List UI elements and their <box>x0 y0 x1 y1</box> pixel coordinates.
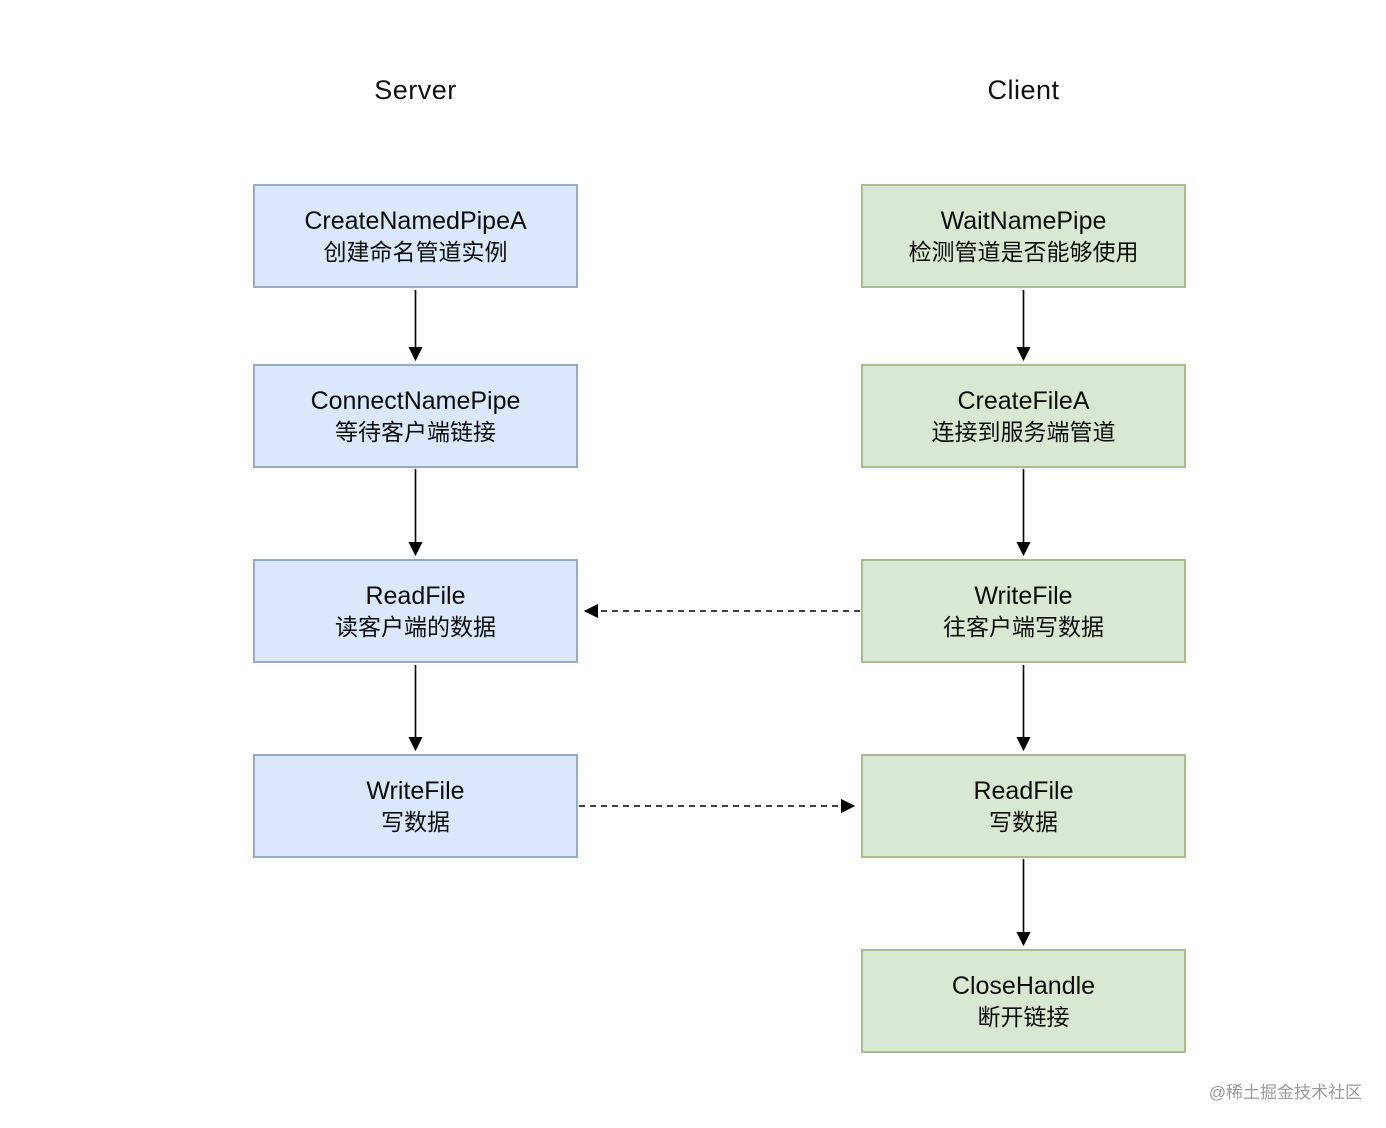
node-subtitle: 连接到服务端管道 <box>931 418 1116 445</box>
node-client-writefile: WriteFile 往客户端写数据 <box>861 559 1186 663</box>
node-title: ConnectNamePipe <box>310 386 521 415</box>
node-title: ReadFile <box>365 581 466 610</box>
node-title: CloseHandle <box>951 971 1096 1000</box>
node-title: CreateNamedPipeA <box>304 206 527 235</box>
node-subtitle: 写数据 <box>381 808 450 835</box>
node-subtitle: 检测管道是否能够使用 <box>908 238 1139 265</box>
node-title: WriteFile <box>974 581 1073 610</box>
node-subtitle: 写数据 <box>989 808 1058 835</box>
lane-title-client: Client <box>987 75 1060 105</box>
node-title: WaitNamePipe <box>940 206 1107 235</box>
node-server-readfile: ReadFile 读客户端的数据 <box>253 559 578 663</box>
node-subtitle: 断开链接 <box>977 1003 1070 1030</box>
node-subtitle: 读客户端的数据 <box>335 613 496 640</box>
node-subtitle: 等待客户端链接 <box>335 418 496 445</box>
node-server-writefile: WriteFile 写数据 <box>253 754 578 858</box>
node-subtitle: 创建命名管道实例 <box>323 238 508 265</box>
node-client-readfile: ReadFile 写数据 <box>861 754 1186 858</box>
node-server-createnamedpipea: CreateNamedPipeA 创建命名管道实例 <box>253 184 578 288</box>
node-client-closehandle: CloseHandle 断开链接 <box>861 949 1186 1053</box>
node-subtitle: 往客户端写数据 <box>943 613 1104 640</box>
node-title: ReadFile <box>973 776 1074 805</box>
node-title: WriteFile <box>366 776 465 805</box>
watermark-text: @稀土掘金技术社区 <box>1208 1083 1362 1102</box>
node-client-createfilea: CreateFileA 连接到服务端管道 <box>861 364 1186 468</box>
node-server-connectnamepipe: ConnectNamePipe 等待客户端链接 <box>253 364 578 468</box>
node-client-waitnamepipe: WaitNamePipe 检测管道是否能够使用 <box>861 184 1186 288</box>
lane-title-server: Server <box>374 75 457 105</box>
node-title: CreateFileA <box>957 386 1090 415</box>
